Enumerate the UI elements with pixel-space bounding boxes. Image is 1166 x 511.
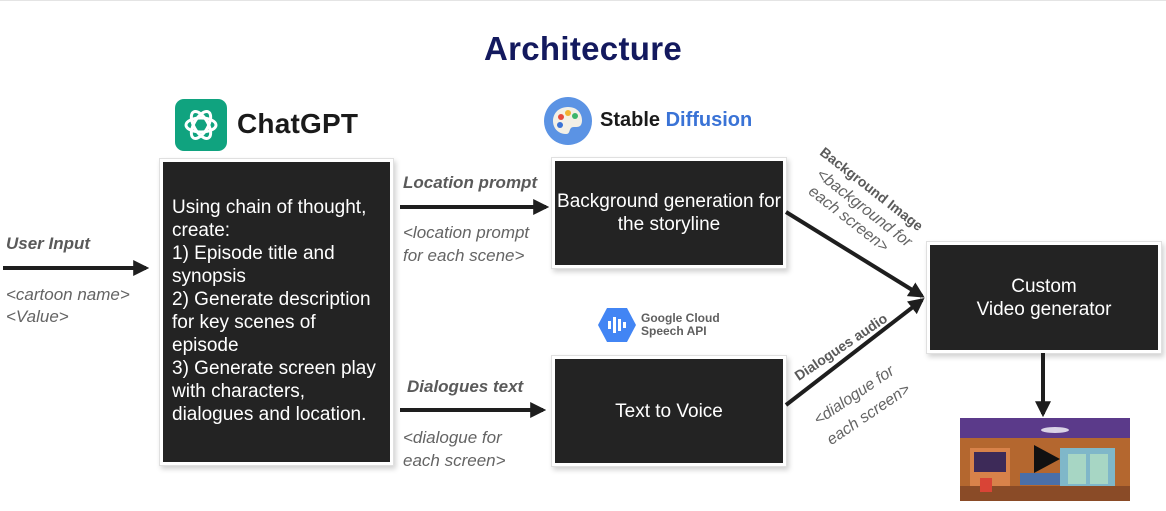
chatgpt-line-1: 1) Episode title and synopsis [172,243,335,287]
dialogues-text-value-line2: each screen> [403,451,506,470]
palette-icon [544,97,592,145]
chatgpt-line-3: 3) Generate screen play with characters,… [172,358,376,425]
stable-diffusion-text-diffusion: Diffusion [665,109,753,131]
audio-waveform-icon [597,305,637,345]
chatgpt-line-2: 2) Generate description for key scenes o… [172,289,371,356]
google-cloud-logo-text: Google Cloud Speech API [641,311,720,338]
user-input-value-line1: <cartoon name> [6,285,130,304]
chatgpt-process-box: Using chain of thought, create: 1) Episo… [163,162,390,462]
location-prompt-label: Location prompt [403,173,538,192]
dialogues-text-label: Dialogues text [407,377,524,396]
location-prompt-value-line1: <location prompt [403,223,530,242]
text-to-voice-box: Text to Voice [555,359,783,463]
chatgpt-line-intro: Using chain of thought, create: [172,197,367,241]
dialogues-text-value-line1: <dialogue for [403,428,502,447]
stable-diffusion-text-stable: Stable [600,109,661,131]
video-generator-line2: Video generator [976,298,1112,320]
arrow-background-to-video [784,210,925,298]
video-generator-box: Custom Video generator [930,245,1158,350]
text-to-voice-text: Text to Voice [615,400,723,422]
arrow-tts-to-video [784,298,925,407]
video-generator-line1: Custom [1011,275,1077,297]
user-input-label: User Input [6,234,91,253]
location-prompt-value-line2: for each scene> [403,246,525,265]
video-output-thumbnail[interactable] [960,418,1130,501]
chatgpt-logo-text: ChatGPT [237,108,359,139]
play-icon[interactable] [1028,442,1062,476]
page-title: Architecture [484,30,682,67]
background-generation-text: Background generation for the storyline [557,191,781,235]
openai-logo-icon [175,99,227,151]
stable-diffusion-logo-text: Stable Diffusion [600,109,752,132]
background-generation-box: Background generation for the storyline [555,161,783,265]
top-divider [0,0,1166,1]
user-input-value-line2: <Value> [6,307,69,326]
